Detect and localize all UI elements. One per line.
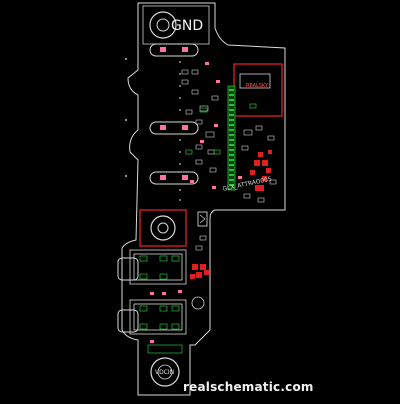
smd-components — [181, 69, 277, 251]
gnd-label: GND — [171, 18, 204, 34]
green-connector-strip — [227, 85, 236, 191]
vdcin-mounting-hole — [150, 357, 180, 387]
gnd-hole-inner — [156, 18, 170, 32]
vdcin-label: VDCIN — [155, 369, 175, 376]
part-label: REALSKY — [246, 83, 269, 89]
middle-hole-inner — [157, 222, 169, 234]
lower-connector-pads — [139, 255, 180, 330]
red-component-cluster-lower — [190, 264, 209, 279]
middle-mounting-hole — [150, 215, 176, 241]
lower-pink-pads — [150, 290, 182, 343]
component-outline — [239, 73, 271, 89]
vdcin-pad-strip — [147, 344, 183, 354]
vdcin-hole-inner — [157, 364, 173, 380]
board-outline — [121, 2, 286, 396]
highlight-box-middle — [139, 209, 187, 247]
gnd-mounting-hole — [149, 11, 177, 39]
side-slots — [117, 43, 199, 333]
small-ic — [197, 211, 208, 227]
small-ic-mark — [199, 214, 206, 224]
pink-smd — [190, 62, 242, 189]
lower-connectors — [129, 249, 205, 335]
green-smd — [185, 103, 257, 155]
via-column — [179, 61, 181, 201]
slot-dots — [125, 58, 127, 177]
watermark: realschematic.com — [183, 380, 314, 394]
red-component-cluster — [250, 150, 272, 191]
slot-vias — [160, 47, 188, 180]
